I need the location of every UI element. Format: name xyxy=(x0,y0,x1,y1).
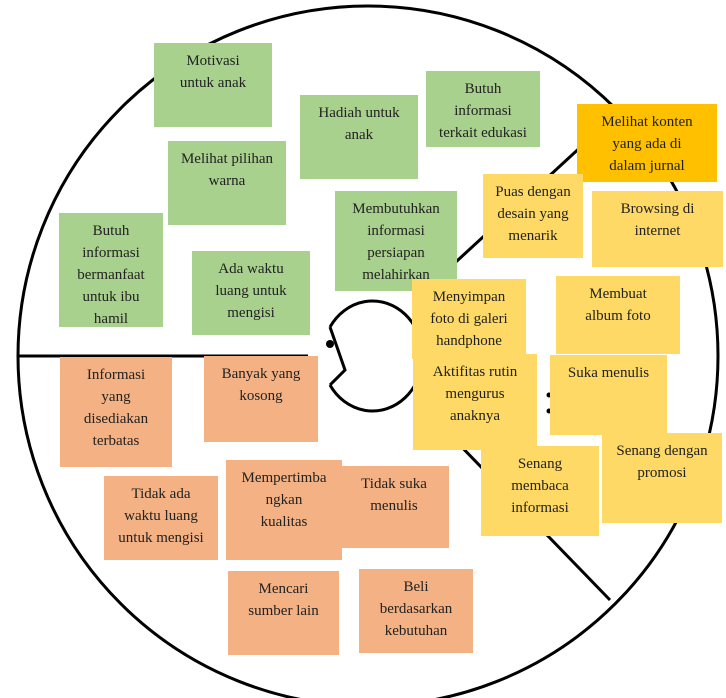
note-pilihan-warna: Melihat pilihan warna xyxy=(168,141,286,225)
note-aktifitas: Aktifitas rutin mengurus anaknya xyxy=(413,354,537,450)
note-menyimpan-foto: Menyimpan foto di galeri handphone xyxy=(412,279,526,359)
mouth xyxy=(328,326,347,387)
note-album-foto: Membuat album foto xyxy=(556,276,680,354)
note-sumber-lain: Mencari sumber lain xyxy=(228,571,339,655)
note-butuh-edukasi: Butuh informasi terkait edukasi anak xyxy=(426,71,540,147)
note-tidak-suka-menulis: Tidak suka menulis xyxy=(339,466,449,548)
note-tidak-ada-waktu: Tidak ada waktu luang untuk mengisi xyxy=(104,476,218,560)
note-senang-membaca: Senang membaca informasi xyxy=(481,446,599,536)
note-browsing: Browsing di internet xyxy=(592,191,723,267)
note-waktu-luang: Ada waktu luang untuk mengisi xyxy=(192,251,310,335)
note-motivasi: Motivasi untuk anak xyxy=(154,43,272,127)
note-puas-desain: Puas dengan desain yang menarik xyxy=(483,174,583,258)
note-hadiah: Hadiah untuk anak xyxy=(300,95,418,179)
note-persiapan: Membutuhkan informasi persiapan melahirk… xyxy=(335,191,457,291)
eye xyxy=(326,340,334,348)
note-butuh-ibu-hamil: Butuh informasi bermanfaat untuk ibu ham… xyxy=(59,213,163,327)
note-konten-jurnal: Melihat konten yang ada di dalam jurnal xyxy=(577,104,717,182)
note-banyak-kosong: Banyak yang kosong xyxy=(204,356,318,442)
note-senang-promosi: Senang dengan promosi xyxy=(602,433,722,523)
center-head xyxy=(328,299,424,413)
note-mempertimbangkan: Mempertimba ngkan kualitas xyxy=(226,460,342,560)
note-suka-menulis: Suka menulis xyxy=(550,355,667,435)
note-info-terbatas: Informasi yang disediakan terbatas xyxy=(60,357,172,467)
note-beli: Beli berdasarkan kebutuhan xyxy=(359,569,473,653)
